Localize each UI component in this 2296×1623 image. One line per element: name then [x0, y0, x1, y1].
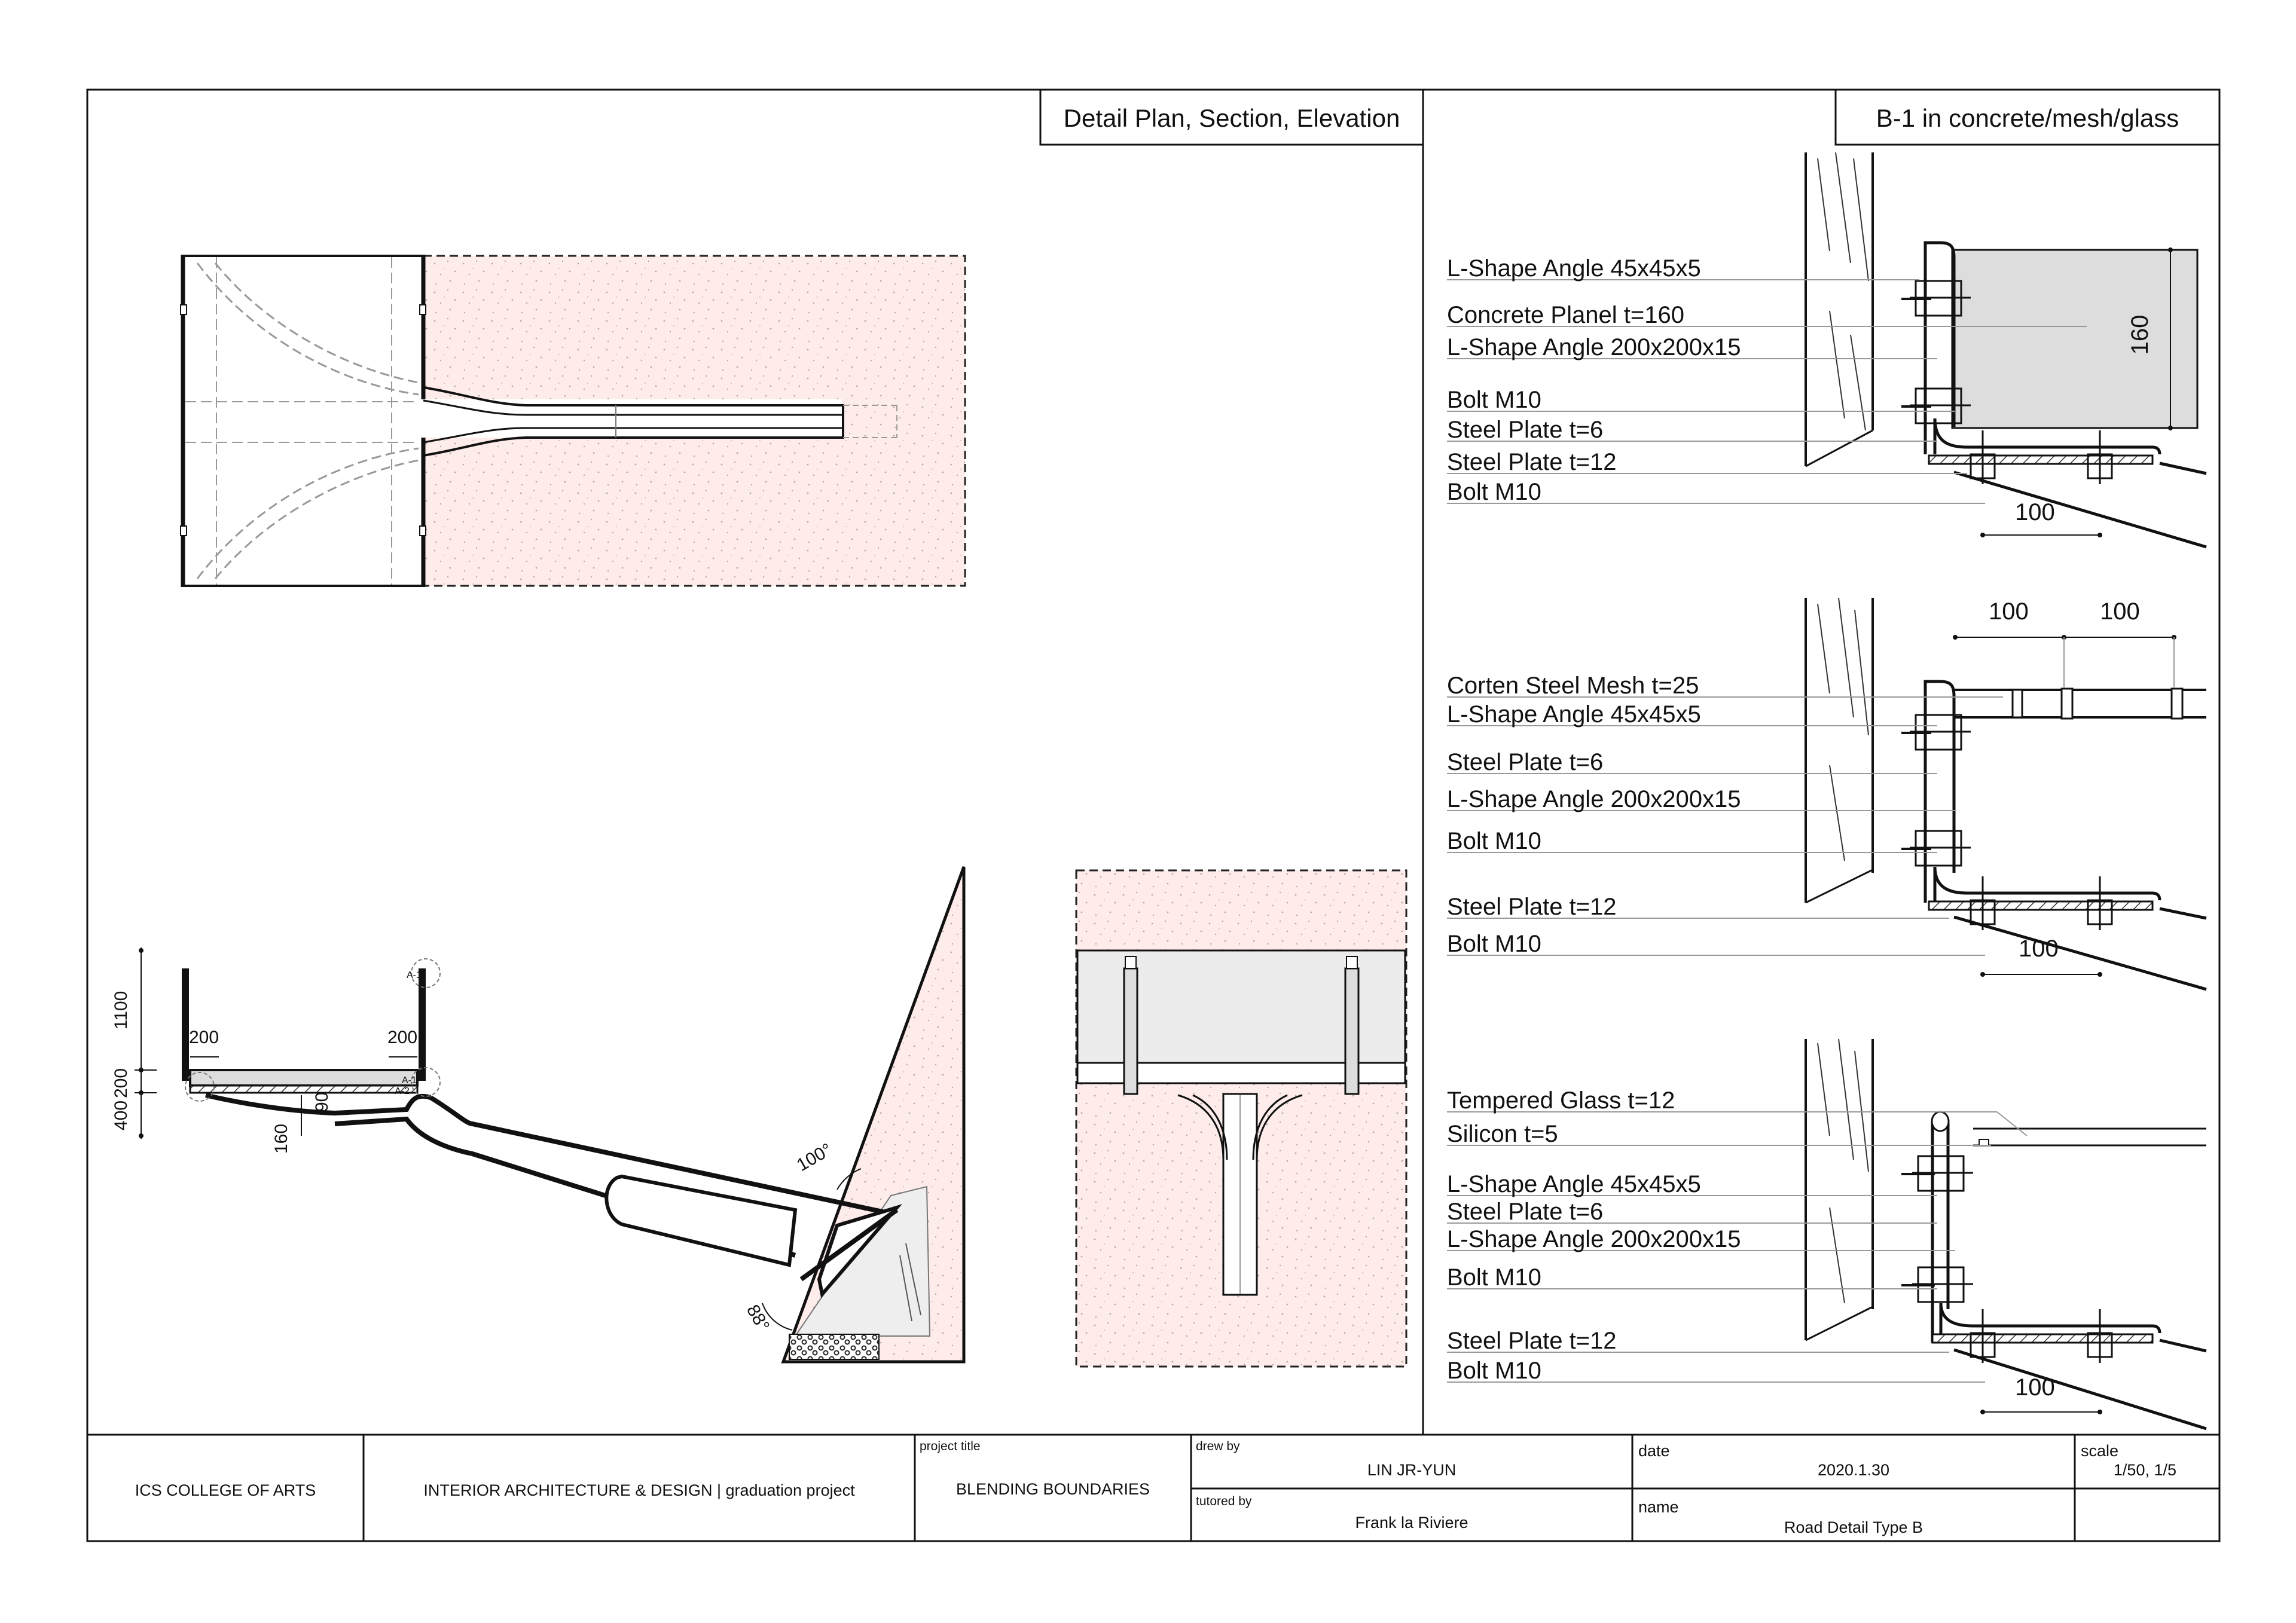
- label-angle-200-glass: L-Shape Angle 200x200x15: [1447, 1226, 1741, 1252]
- header-left-title: Detail Plan, Section, Elevation: [1064, 104, 1400, 132]
- tb-college: ICS COLLEGE OF ARTS: [135, 1481, 316, 1499]
- label-angle-45: L-Shape Angle 45x45x5: [1447, 255, 1701, 282]
- tb-tutored-by-caption: tutored by: [1196, 1494, 1252, 1508]
- tb-name-caption: name: [1638, 1498, 1679, 1516]
- label-corten-mesh: Corten Steel Mesh t=25: [1447, 673, 1699, 699]
- label-bolt-lower-mesh: Bolt M10: [1447, 931, 1541, 957]
- dim-1100: 1100: [111, 991, 131, 1030]
- dim-90: 90: [312, 1092, 332, 1112]
- plan-view: [180, 255, 966, 587]
- label-steel-plate-6-mesh: Steel Plate t=6: [1447, 749, 1603, 775]
- tb-scale-caption: scale: [2081, 1442, 2118, 1460]
- tb-program: INTERIOR ARCHITECTURE & DESIGN | graduat…: [423, 1481, 855, 1499]
- label-angle-200: L-Shape Angle 200x200x15: [1447, 334, 1741, 360]
- label-angle-200-mesh: L-Shape Angle 200x200x15: [1447, 786, 1741, 812]
- title-block: ICS COLLEGE OF ARTS INTERIOR ARCHITECTUR…: [135, 1435, 2219, 1541]
- dim-200-right: 200: [387, 1028, 417, 1047]
- label-bolt-lower: Bolt M10: [1447, 479, 1541, 505]
- label-steel-plate-12-glass: Steel Plate t=12: [1447, 1328, 1617, 1354]
- label-angle-45-glass: L-Shape Angle 45x45x5: [1447, 1171, 1701, 1197]
- header-left-box: Detail Plan, Section, Elevation: [1039, 88, 1424, 146]
- header-right-box: B-1 in concrete/mesh/glass: [1834, 88, 2221, 146]
- tag-a2: A-2: [395, 1086, 410, 1096]
- tb-project-title: BLENDING BOUNDARIES: [956, 1480, 1150, 1498]
- tb-date-caption: date: [1638, 1442, 1670, 1460]
- header-right-title: B-1 in concrete/mesh/glass: [1876, 104, 2179, 132]
- label-bolt-glass: Bolt M10: [1447, 1264, 1541, 1291]
- section-view: A-1 A-1 A-2 1100 200 400 200 200 90 160 …: [111, 866, 966, 1364]
- tb-project-title-caption: project title: [920, 1439, 981, 1453]
- dim-160: 160: [271, 1124, 291, 1154]
- concrete-labels: L-Shape Angle 45x45x5 Concrete Planel t=…: [1447, 255, 1741, 505]
- angle-100: 100°: [793, 1139, 835, 1175]
- label-angle-45-mesh: L-Shape Angle 45x45x5: [1447, 701, 1701, 728]
- tag-a1-mid: A-1: [402, 1075, 417, 1086]
- dim-200-left: 200: [189, 1028, 219, 1047]
- section-deck: [189, 1069, 419, 1087]
- tb-tutored-by: Frank la Riviere: [1355, 1514, 1468, 1532]
- dim-bolt-concrete: 100: [2015, 499, 2055, 525]
- label-tempered-glass: Tempered Glass t=12: [1447, 1087, 1675, 1114]
- angle-88: 88°: [743, 1301, 773, 1335]
- dim-mesh-a: 100: [1989, 598, 2029, 625]
- tb-date: 2020.1.30: [1818, 1461, 1889, 1479]
- label-steel-plate-6-glass: Steel Plate t=6: [1447, 1199, 1603, 1225]
- elevation-view: [1075, 869, 1407, 1368]
- tag-a1-top: A-1: [407, 970, 422, 980]
- label-steel-plate-12-mesh: Steel Plate t=12: [1447, 894, 1617, 920]
- tb-drew-by: LIN JR-YUN: [1367, 1461, 1457, 1479]
- glass-labels: Tempered Glass t=12 Silicon t=5 L-Shape …: [1447, 1087, 1741, 1384]
- detail-glass: 100 Tempered Glass t=12 Silicon t=5 L-Sh…: [1447, 1038, 2207, 1431]
- dim-bolt-mesh: 100: [2019, 936, 2059, 962]
- label-concrete-panel: Concrete Planel t=160: [1447, 302, 1684, 328]
- label-steel-plate-6: Steel Plate t=6: [1447, 417, 1603, 443]
- dim-400-vert: 400: [111, 1101, 131, 1130]
- dim-200-vert: 200: [111, 1068, 131, 1098]
- concrete-panel: [1951, 249, 2199, 429]
- mesh-labels: Corten Steel Mesh t=25 L-Shape Angle 45x…: [1447, 673, 1741, 957]
- label-bolt-mesh: Bolt M10: [1447, 828, 1541, 854]
- label-bolt-lower-glass: Bolt M10: [1447, 1358, 1541, 1384]
- tb-name: Road Detail Type B: [1784, 1518, 1923, 1536]
- tb-drew-by-caption: drew by: [1196, 1439, 1240, 1453]
- label-silicon: Silicon t=5: [1447, 1121, 1558, 1147]
- dim-thickness-160: 160: [2127, 315, 2153, 355]
- detail-concrete: 160 100 L-Shape Angle 45x45x5 Concrete P…: [1447, 152, 2207, 549]
- label-steel-plate-12: Steel Plate t=12: [1447, 449, 1617, 475]
- detail-mesh: 100 100 100 Corten Steel Mesh t=25 L-Sha…: [1447, 597, 2207, 991]
- dim-mesh-b: 100: [2100, 598, 2140, 625]
- label-bolt: Bolt M10: [1447, 387, 1541, 413]
- tb-scale: 1/50, 1/5: [2114, 1461, 2176, 1479]
- dim-bolt-glass: 100: [2015, 1374, 2055, 1401]
